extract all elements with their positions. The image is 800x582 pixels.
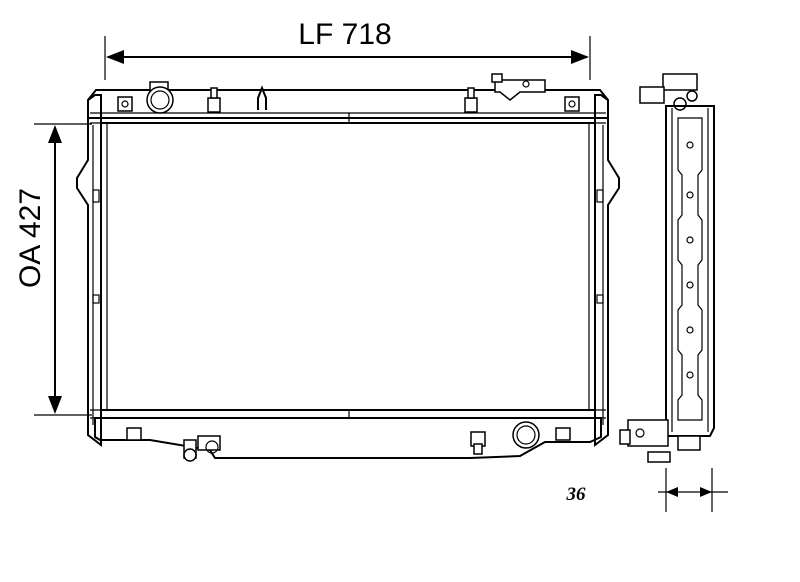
mounting-stud [464, 87, 478, 113]
outlet-pipe [512, 421, 540, 449]
width-arrow-right [571, 50, 589, 64]
right-side-frame [594, 94, 620, 448]
depth-arrow-right [700, 487, 712, 497]
height-arrow-bottom [48, 396, 62, 414]
radiator-side-view [619, 73, 715, 463]
filler-neck [146, 81, 174, 114]
sensor-pin [257, 85, 267, 110]
mount-tab [126, 427, 142, 441]
radiator-front-view [76, 73, 620, 462]
mounting-stud [470, 431, 486, 455]
bottom-tank [94, 417, 602, 459]
mounting-stud [207, 87, 221, 113]
height-dimension: OA 427 [14, 123, 92, 416]
mount-tab [555, 427, 571, 441]
depth-label: 36 [566, 484, 587, 505]
mount-tab [117, 96, 133, 112]
depth-dimension: 36 [566, 468, 728, 512]
height-label: OA 427 [14, 188, 47, 288]
left-side-frame [76, 94, 102, 448]
depth-arrow-left [666, 487, 678, 497]
width-arrow-left [106, 50, 124, 64]
inlet-pipe [491, 73, 546, 101]
height-arrow-top [48, 125, 62, 143]
width-dimension: LF 718 [104, 18, 591, 80]
width-label: LF 718 [298, 18, 391, 51]
mount-tab [564, 96, 580, 112]
radiator-core [100, 122, 596, 411]
drain-plug [183, 435, 221, 462]
